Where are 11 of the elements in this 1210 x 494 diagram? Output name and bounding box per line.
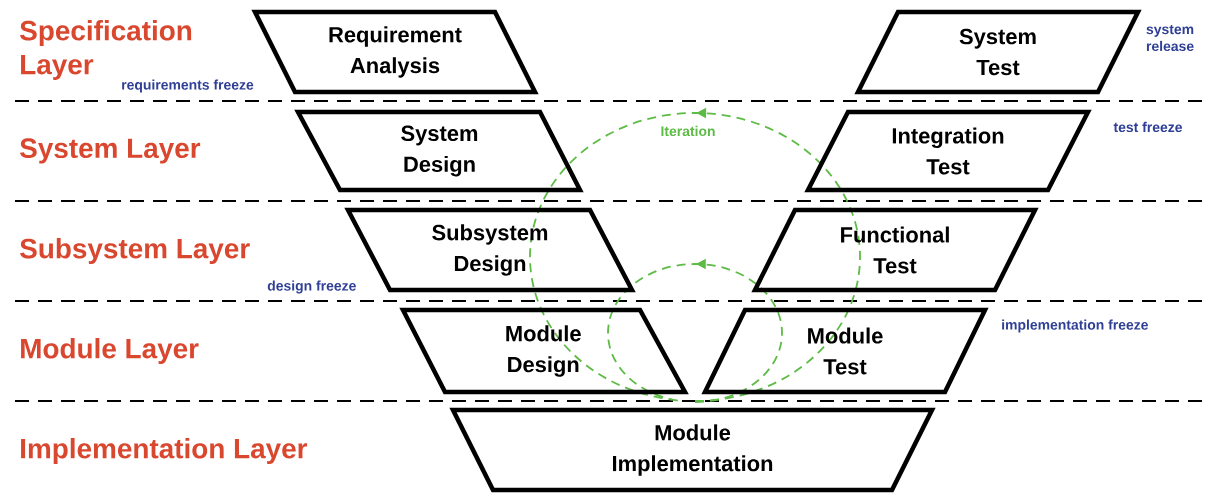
layer-label: Implementation Layer	[21, 438, 308, 464]
layer-label: Subsystem Layer	[20, 238, 250, 264]
milestone-label: test freeze	[1113, 121, 1182, 133]
layer-label: Module Layer	[21, 338, 199, 364]
layer-label: Specification Layer	[20, 20, 192, 80]
layer-label: System Layer	[20, 138, 201, 164]
milestone-label: requirements freeze	[122, 79, 254, 93]
milestone-label: implementation freeze	[1002, 319, 1148, 333]
iteration-label: Iteration	[661, 125, 715, 137]
milestone-label: design freeze	[267, 280, 356, 294]
milestone-label: system release	[1146, 24, 1194, 52]
